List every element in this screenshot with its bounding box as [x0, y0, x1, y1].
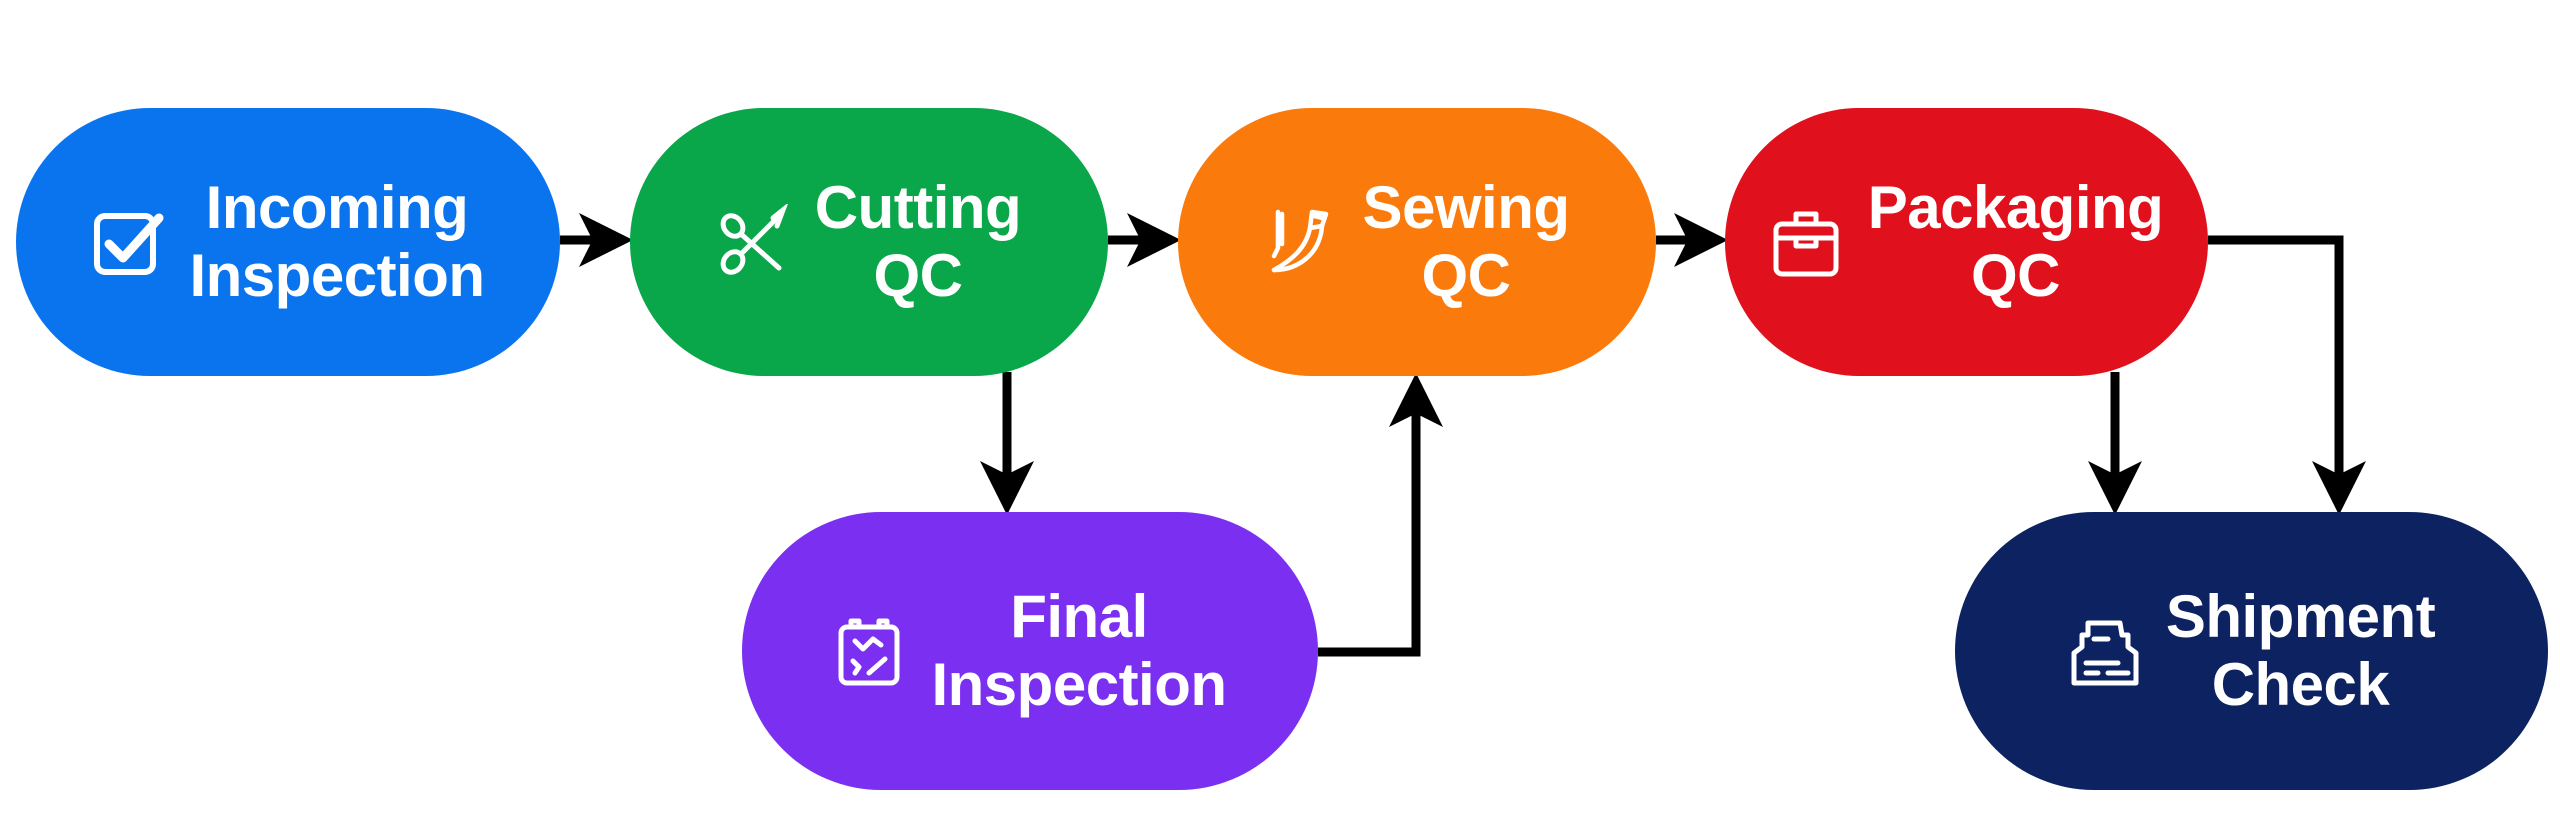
node-label: Packaging QC — [1868, 174, 2164, 310]
scissors-icon — [717, 204, 793, 280]
edge-final-to-sewing — [1318, 373, 1443, 657]
node-incoming-inspection[interactable]: Incoming Inspection — [16, 108, 560, 376]
node-cutting-qc[interactable]: Cutting QC — [630, 108, 1108, 376]
node-label: Shipment Check — [2165, 583, 2436, 719]
node-label: Final Inspection — [931, 583, 1227, 719]
node-label: Cutting QC — [814, 174, 1022, 310]
label-line: Cutting — [814, 174, 1022, 241]
edge-packaging-to-shipment-right — [2208, 235, 2366, 515]
label-line: Shipment — [2165, 583, 2436, 650]
node-shipment-check[interactable]: Shipment Check — [1955, 512, 2548, 790]
node-label: Incoming Inspection — [189, 174, 485, 310]
label-line: QC — [873, 242, 963, 309]
shipping-printer-icon — [2068, 613, 2144, 689]
node-sewing-qc[interactable]: Sewing QC — [1178, 108, 1656, 376]
label-line: Packaging — [1867, 174, 2164, 241]
label-line: Incoming — [205, 174, 469, 241]
node-final-inspection[interactable]: Final Inspection — [742, 512, 1318, 790]
checkbox-icon — [91, 204, 167, 280]
label-line: Final — [1010, 583, 1148, 650]
label-line: QC — [1421, 242, 1512, 309]
node-packaging-qc[interactable]: Packaging QC — [1725, 108, 2208, 376]
package-box-icon — [1770, 204, 1846, 280]
node-label: Sewing QC — [1362, 174, 1570, 310]
label-line: Sewing — [1362, 174, 1570, 241]
label-line: Inspection — [931, 651, 1227, 718]
inspection-clipboard-icon — [833, 613, 909, 689]
sewing-needle-icon — [1264, 204, 1340, 280]
label-line: Inspection — [189, 242, 485, 309]
label-line: Check — [2211, 651, 2390, 718]
label-line: QC — [1971, 242, 2060, 309]
